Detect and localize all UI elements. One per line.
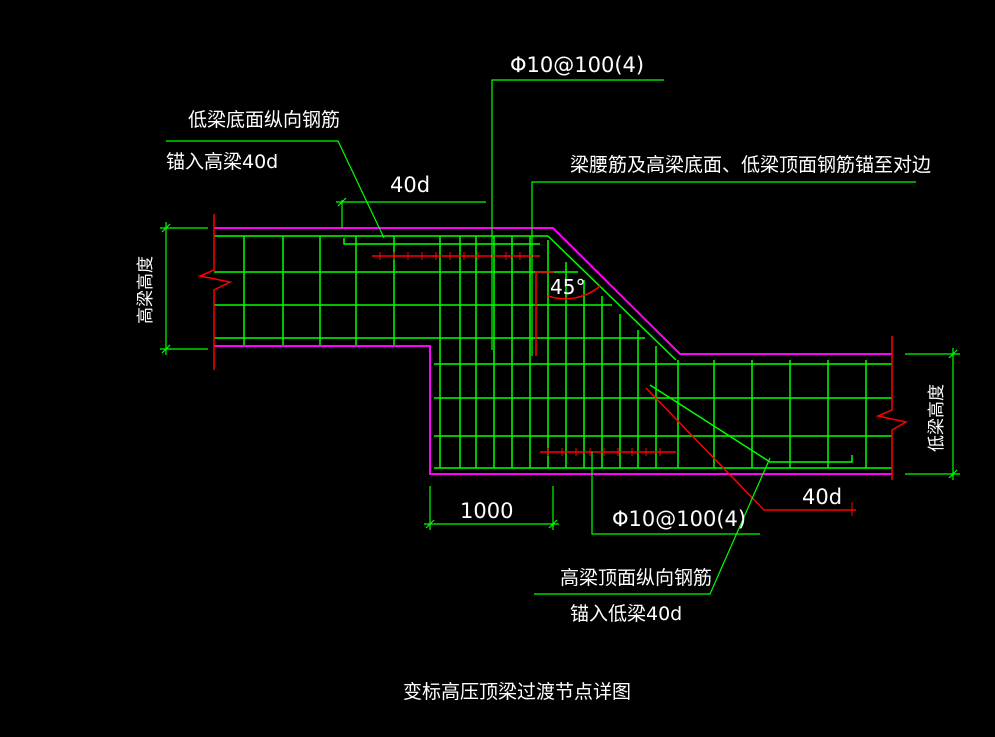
low-beam-bottom-label-line1: 低梁底面纵向钢筋: [188, 109, 340, 131]
stirrup-bottom-label: Φ10@100(4): [612, 507, 746, 531]
anchor-ticks: [379, 252, 853, 516]
rebar-grid: [214, 235, 892, 469]
stirrup-top-label: Φ10@100(4): [510, 53, 644, 77]
low-beam-bottom-label-line2: 锚入高梁40d: [166, 151, 278, 173]
beam-outline: [214, 227, 892, 475]
dimension-lines: [160, 197, 960, 530]
low-beam-height-label: 低梁高度: [927, 384, 947, 452]
angle-label: 45°: [550, 275, 585, 299]
break-lines: [197, 214, 909, 480]
high-beam-top-label-line2: 锚入低梁40d: [570, 603, 682, 625]
anchor-40d-bottom-label: 40d: [802, 485, 842, 509]
high-beam-top-label-line1: 高梁顶面纵向钢筋: [560, 567, 712, 589]
anchor-40d-top-label: 40d: [390, 173, 430, 197]
dim-1000-label: 1000: [460, 499, 513, 523]
leader-lines: [166, 79, 916, 595]
drawing-title: 变标高压顶梁过渡节点详图: [403, 681, 631, 703]
waist-bars-label: 梁腰筋及高梁底面、低梁顶面钢筋锚至对边: [570, 154, 931, 176]
anchor-bars: [372, 255, 856, 511]
high-beam-height-label: 高梁高度: [136, 256, 156, 324]
angle-arc: [547, 285, 601, 300]
